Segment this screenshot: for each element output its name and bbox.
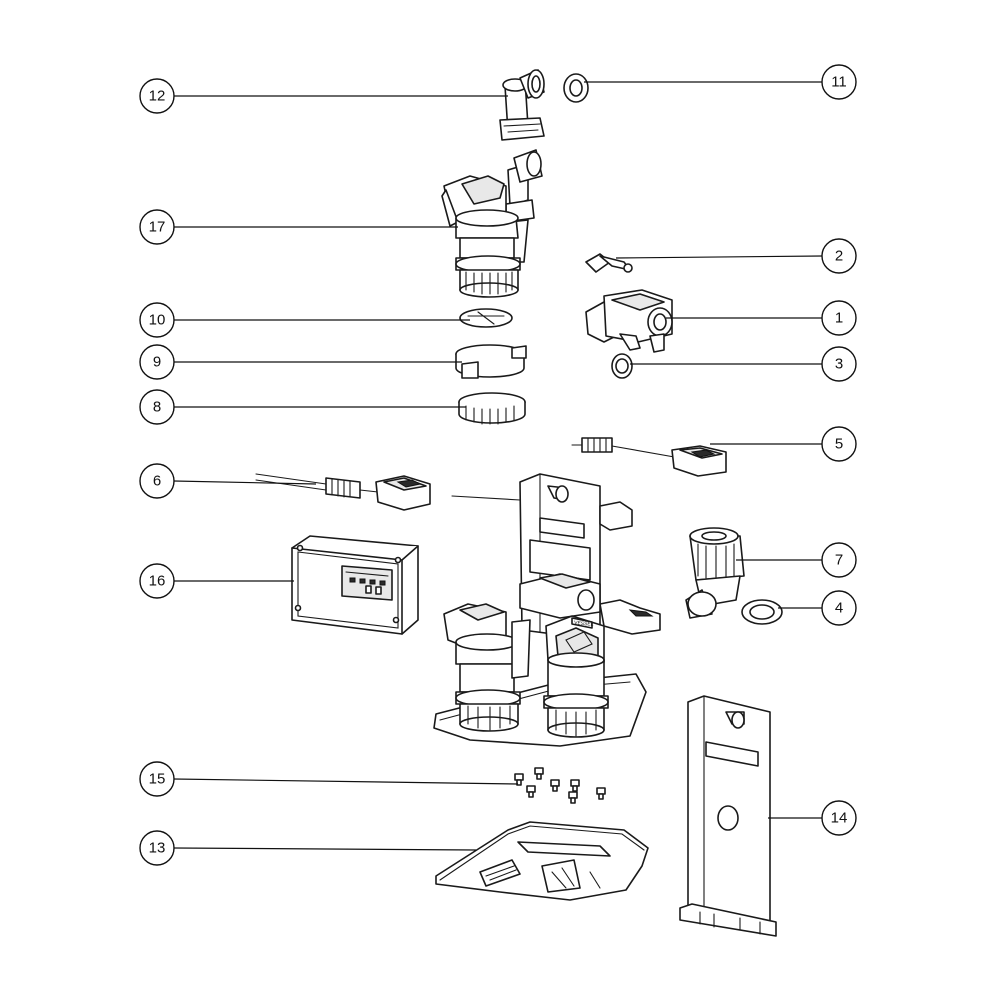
part-9-collar-ring [455,344,527,379]
callout-bubbles: 12 11 17 2 10 1 9 3 8 5 6 7 16 4 15 14 1… [139,64,857,866]
part-1-valve-block [585,289,673,353]
callout-4: 4 [821,590,857,626]
callout-15: 15 [139,761,175,797]
part-8-grooved-ring [458,392,526,425]
callout-label-3: 3 [835,356,843,373]
callout-17: 17 [139,209,175,245]
part-14-bracket [679,695,777,937]
callout-label-4: 4 [835,600,843,617]
callout-label-14: 14 [831,810,848,827]
leader-line-6 [173,480,317,485]
part-10-disc [459,308,513,328]
callout-1: 1 [821,300,857,336]
leader-line-2 [615,255,823,259]
callout-7: 7 [821,542,857,578]
screw [568,791,578,804]
part-16-controller-box [291,535,419,635]
callout-13: 13 [139,830,175,866]
part-5-float-switch [571,437,727,477]
callout-label-17: 17 [149,219,166,236]
part-15-screws [514,767,606,804]
callout-12: 12 [139,78,175,114]
screw [570,779,580,792]
part-2-clip [585,253,633,273]
leader-line-15 [173,778,519,785]
screw [550,779,560,792]
callout-label-8: 8 [153,399,161,416]
callout-label-10: 10 [149,312,166,329]
callout-8: 8 [139,389,175,425]
callout-5: 5 [821,426,857,462]
callout-label-5: 5 [835,436,843,453]
screw [534,767,544,780]
callout-2: 2 [821,238,857,274]
leader-lines [173,81,823,851]
callout-10: 10 [139,302,175,338]
part-6-float-switch [255,473,431,511]
callout-label-2: 2 [835,248,843,265]
part-3-o-ring [611,353,633,379]
callout-label-1: 1 [835,310,843,327]
assembled-pump-station: VESSEL [433,473,661,747]
callout-label-16: 16 [149,573,166,590]
screw [514,773,524,786]
callout-label-15: 15 [149,771,166,788]
part-11-ring-seal [563,73,589,103]
part-13-base-plate [435,821,649,901]
callout-label-13: 13 [149,840,166,857]
callout-14: 14 [821,800,857,836]
callout-16: 16 [139,563,175,599]
callout-3: 3 [821,346,857,382]
callout-label-12: 12 [149,88,166,105]
callout-label-7: 7 [835,552,843,569]
screw [526,785,536,798]
part-4-nut [741,599,783,625]
brand-label: VESSEL [574,620,594,628]
callout-label-9: 9 [153,354,161,371]
callout-9: 9 [139,344,175,380]
callout-label-11: 11 [831,74,847,91]
callout-label-6: 6 [153,473,161,490]
screw [596,787,606,800]
callout-6: 6 [139,463,175,499]
part-17-pump-assembly [441,149,543,298]
part-7-fitting [685,527,745,619]
leader-line-13 [173,847,477,851]
part-12-elbow-riser [499,69,545,141]
callout-11: 11 [821,64,857,100]
